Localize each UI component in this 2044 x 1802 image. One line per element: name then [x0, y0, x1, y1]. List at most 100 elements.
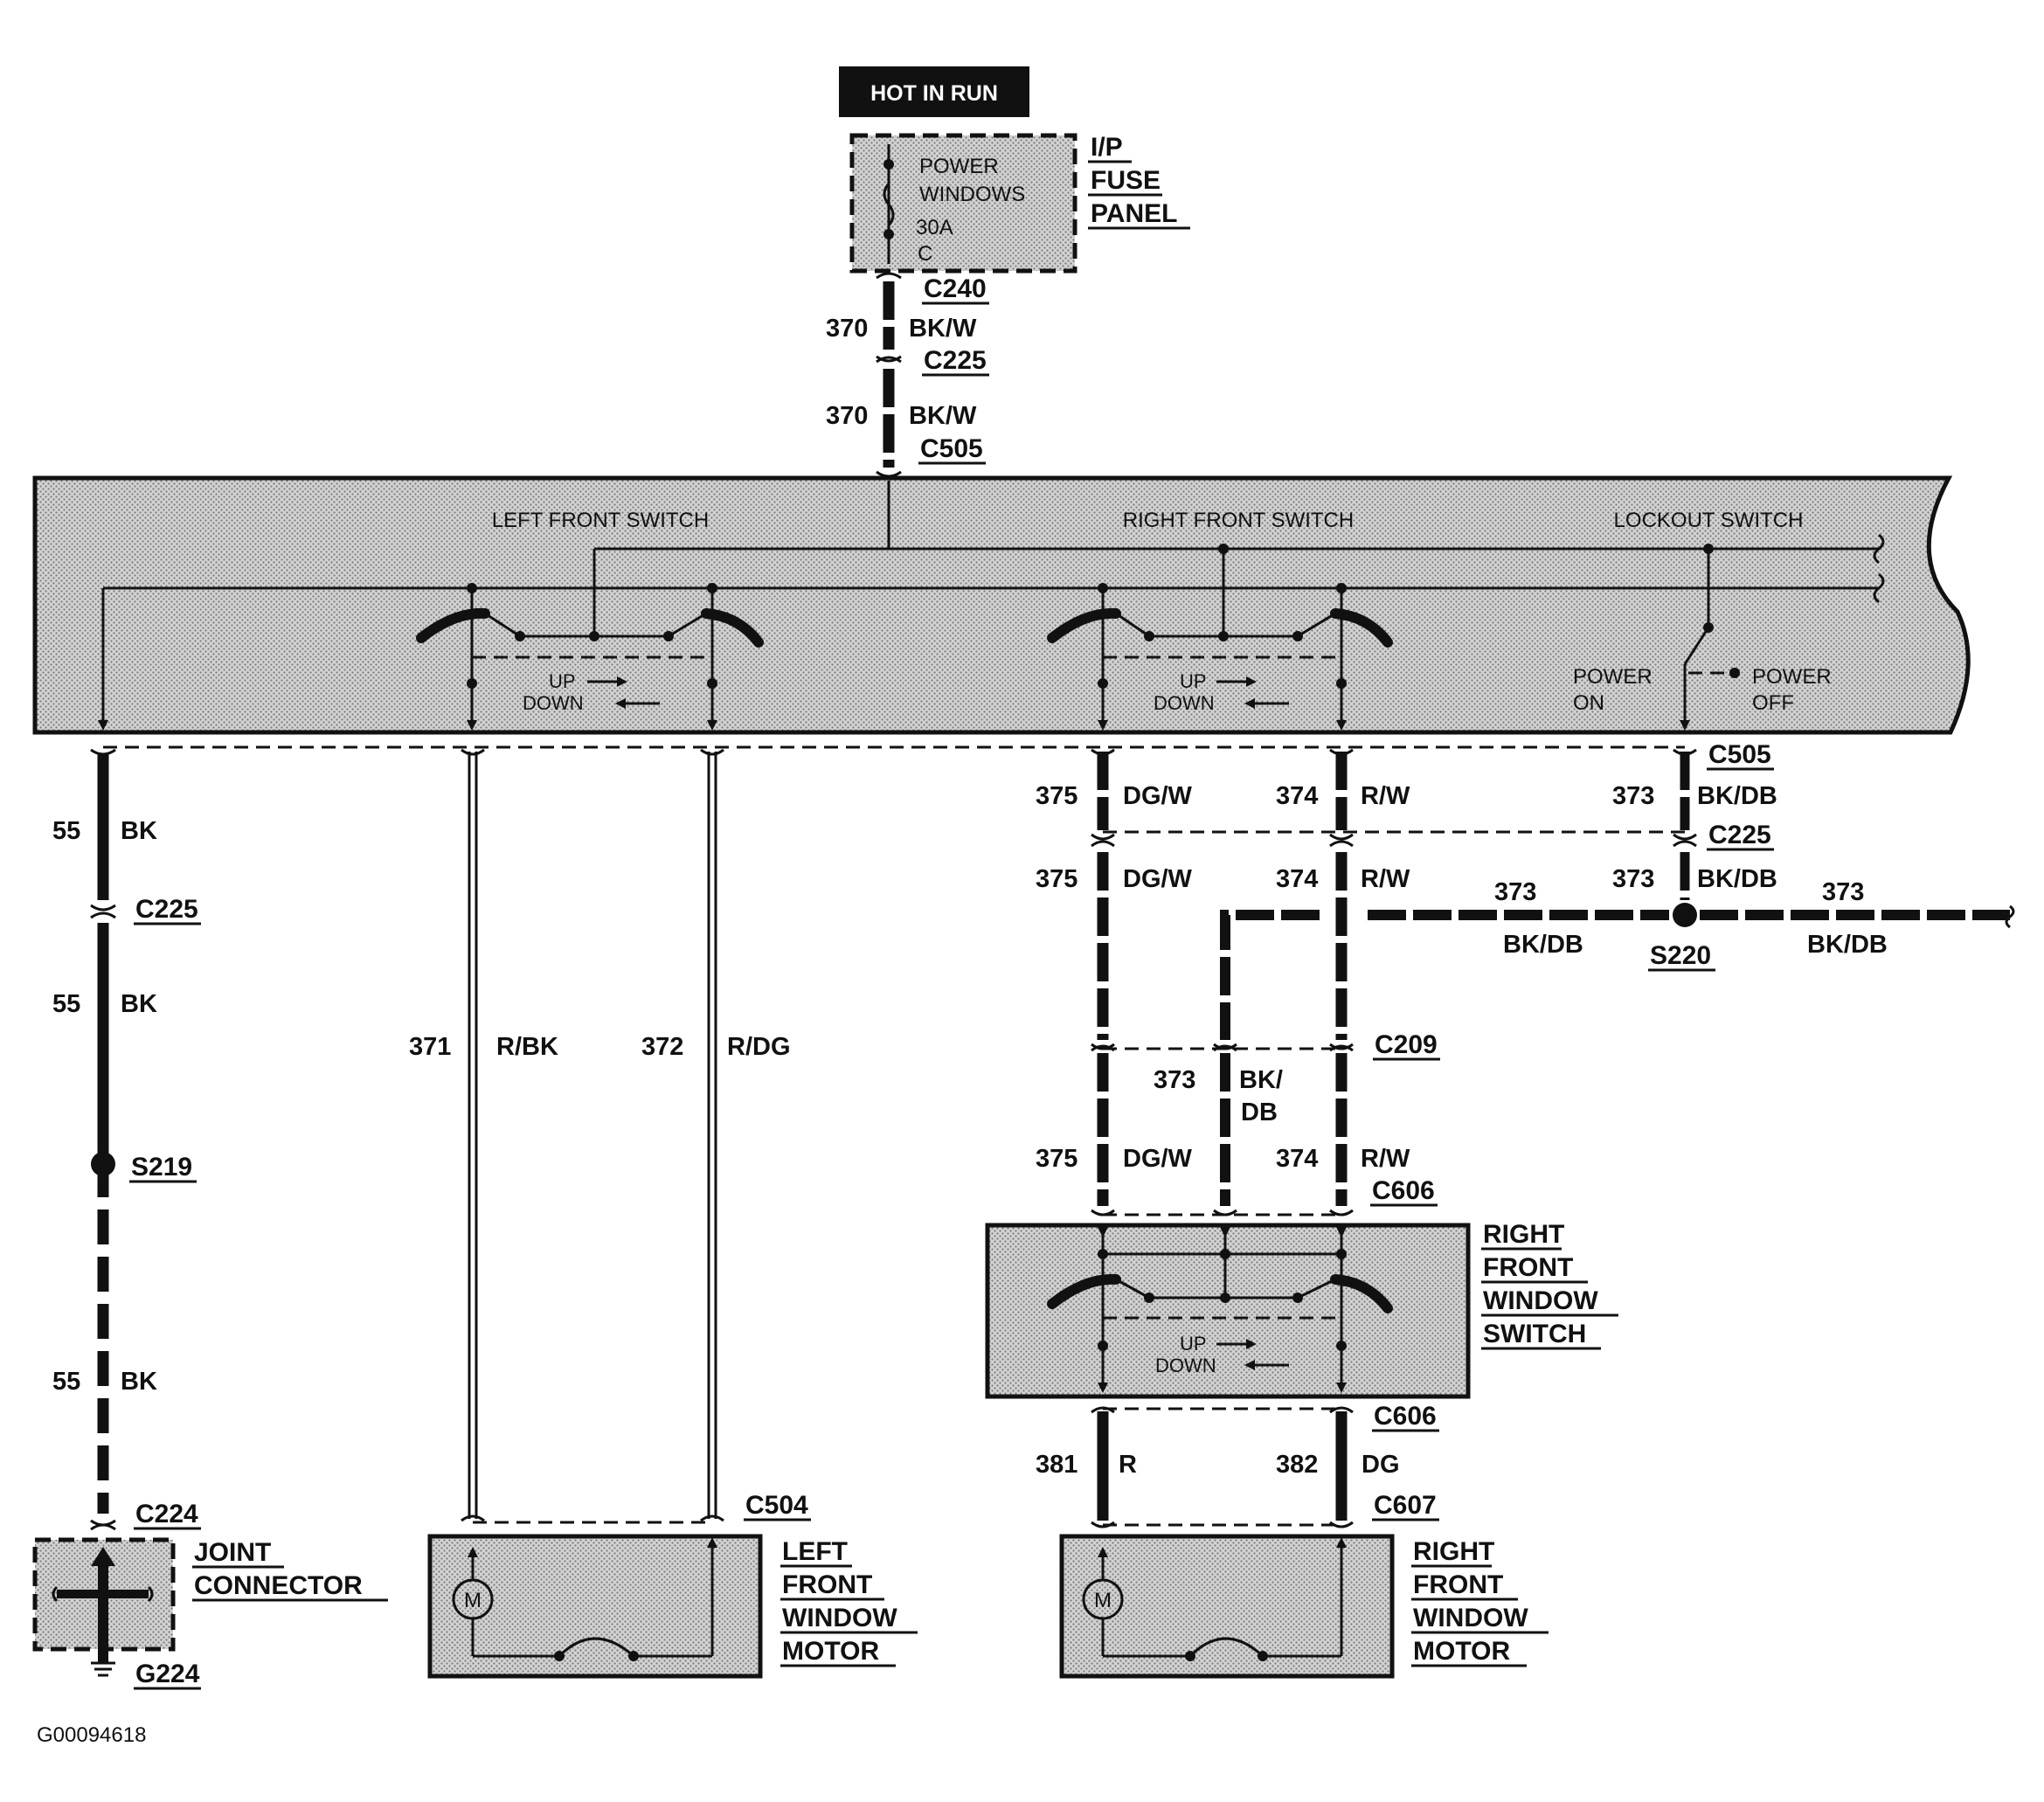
wire-373-number-5: 373 — [1154, 1066, 1195, 1094]
wire-373-color-3: BK/DB — [1503, 931, 1583, 959]
hot-in-run-label: HOT IN RUN — [870, 81, 998, 106]
connector-c240: C240 — [924, 274, 987, 303]
lockout-power-on-label: POWER — [1573, 665, 1653, 689]
wire-374-color-3: R/W — [1361, 1145, 1410, 1173]
splice-s220: S220 — [1650, 941, 1711, 970]
wire-373-number-2: 373 — [1612, 865, 1654, 893]
wire-370-color-upper: BK/W — [909, 315, 977, 343]
wire-370-number-upper: 370 — [826, 315, 868, 343]
wire-371-372: 371 R/BK 372 R/DG C504 — [409, 748, 811, 1524]
lf-motor-title-3: WINDOW — [782, 1604, 897, 1632]
hot-in-run-header: HOT IN RUN — [839, 66, 1029, 117]
rf-motor-title-2: FRONT — [1413, 1570, 1503, 1599]
connector-c607: C607 — [1374, 1491, 1437, 1520]
wire-381-number: 381 — [1036, 1451, 1077, 1479]
lockout-on-label: ON — [1573, 691, 1604, 715]
wire-372-color: R/DG — [727, 1033, 791, 1061]
wire-373-color-1: BK/DB — [1697, 782, 1777, 810]
wire-374-color-2: R/W — [1361, 865, 1410, 893]
wire-55-number-2: 55 — [52, 990, 80, 1018]
lf-up-label: UP — [549, 670, 576, 692]
wire-370-number-lower: 370 — [826, 402, 868, 430]
wire-375-374-373: 375 DG/W 374 R/W 373 BK/DB C225 375 DG/W… — [1036, 748, 2015, 1216]
wire-372-number: 372 — [641, 1033, 683, 1061]
wire-375-color-3: DG/W — [1123, 1145, 1193, 1173]
wire-55-color-3: BK — [121, 1368, 157, 1396]
rf-up-label: UP — [1180, 670, 1207, 692]
rf-switch-title-4: SWITCH — [1483, 1320, 1586, 1348]
wire-382-number: 382 — [1276, 1451, 1318, 1479]
wire-55: 55 BK C225 55 BK S219 55 BK C224 — [52, 748, 201, 1531]
wire-373-color-5b: DB — [1241, 1099, 1278, 1126]
fuse-panel-title-2: FUSE — [1091, 166, 1161, 195]
lockout-off-label: OFF — [1752, 691, 1794, 715]
wire-375-number-2: 375 — [1036, 865, 1077, 893]
wire-374-number-3: 374 — [1276, 1145, 1318, 1173]
right-front-window-switch: UP DOWN RIGHT FRONT WINDOW SWITCH — [985, 1220, 1618, 1399]
rf-motor-title-3: WINDOW — [1413, 1604, 1528, 1632]
wire-375-number-1: 375 — [1036, 782, 1077, 810]
rfs-down-label: DOWN — [1155, 1355, 1216, 1376]
rf-switch-title-2: FRONT — [1483, 1253, 1573, 1282]
rf-down-label: DOWN — [1154, 692, 1215, 714]
wire-55-number-1: 55 — [52, 817, 80, 845]
left-front-switch-label: LEFT FRONT SWITCH — [492, 509, 709, 532]
fuse-label-windows: WINDOWS — [919, 183, 1025, 206]
joint-connector-title-1: JOINT — [194, 1538, 271, 1567]
lf-motor-title-2: FRONT — [782, 1570, 872, 1599]
wire-374-color-1: R/W — [1361, 782, 1410, 810]
wire-371-number: 371 — [409, 1033, 451, 1061]
wire-381-382: C606 381 R 382 DG C607 — [1036, 1402, 1439, 1528]
lf-down-label: DOWN — [523, 692, 584, 714]
wire-373-color-2: BK/DB — [1697, 865, 1777, 893]
connector-c606-bottom: C606 — [1374, 1402, 1437, 1431]
splice-s219: S219 — [131, 1153, 192, 1182]
lockout-switch-label: LOCKOUT SWITCH — [1614, 509, 1804, 532]
wire-370: 370 BK/W 370 BK/W C240 C225 C505 — [826, 272, 989, 478]
joint-connector-title-2: CONNECTOR — [194, 1571, 363, 1600]
joint-connector: JOINT CONNECTOR G224 — [32, 1537, 388, 1690]
left-front-window-motor: M LEFT FRONT WINDOW MOTOR — [427, 1534, 918, 1679]
wire-373-number-3: 373 — [1494, 878, 1536, 906]
right-front-window-motor: M RIGHT FRONT WINDOW MOTOR — [1059, 1534, 1549, 1679]
wire-370-color-lower: BK/W — [909, 402, 977, 430]
wire-55-number-3: 55 — [52, 1368, 80, 1396]
connector-c606-top: C606 — [1372, 1176, 1435, 1205]
wire-374-number-1: 374 — [1276, 782, 1318, 810]
ground-g224: G224 — [135, 1660, 200, 1688]
wire-382-color: DG — [1362, 1451, 1400, 1479]
wire-375-number-3: 375 — [1036, 1145, 1077, 1173]
wire-55-color-2: BK — [121, 990, 157, 1018]
lockout-power-off-label: POWER — [1752, 665, 1832, 689]
wire-373-color-5a: BK/ — [1239, 1066, 1283, 1094]
rf-motor-title-4: MOTOR — [1413, 1637, 1510, 1666]
lf-motor-title-1: LEFT — [782, 1537, 848, 1566]
connector-c505-top: C505 — [920, 434, 983, 463]
wire-373-color-4: BK/DB — [1807, 931, 1888, 959]
rf-motor-symbol: M — [1094, 1589, 1112, 1612]
fuse-panel: POWER WINDOWS 30A C I/P FUSE PANEL — [849, 133, 1190, 274]
wire-374-number-2: 374 — [1276, 865, 1318, 893]
connector-c504: C504 — [745, 1491, 808, 1520]
wire-375-color-1: DG/W — [1123, 782, 1193, 810]
wire-373-number-1: 373 — [1612, 782, 1654, 810]
rf-switch-title-3: WINDOW — [1483, 1286, 1598, 1315]
wire-373-number-4: 373 — [1822, 878, 1864, 906]
connector-c505: C505 — [1708, 740, 1771, 769]
rf-motor-title-1: RIGHT — [1413, 1537, 1494, 1566]
wire-55-color-1: BK — [121, 817, 157, 845]
lf-motor-title-4: MOTOR — [782, 1637, 879, 1666]
rf-switch-title-1: RIGHT — [1483, 1220, 1564, 1249]
fuse-label-power: POWER — [919, 155, 999, 178]
wire-375-color-2: DG/W — [1123, 865, 1193, 893]
right-front-switch-label: RIGHT FRONT SWITCH — [1123, 509, 1354, 532]
rfs-up-label: UP — [1180, 1333, 1207, 1355]
connector-c209: C209 — [1375, 1030, 1438, 1059]
wire-371-color: R/BK — [496, 1033, 558, 1061]
fuse-panel-title-1: I/P — [1091, 133, 1123, 162]
connector-c225-left: C225 — [135, 895, 198, 924]
fuse-label-c: C — [918, 242, 932, 266]
fuse-label-rating: 30A — [916, 216, 953, 239]
wire-381-color: R — [1119, 1451, 1137, 1479]
